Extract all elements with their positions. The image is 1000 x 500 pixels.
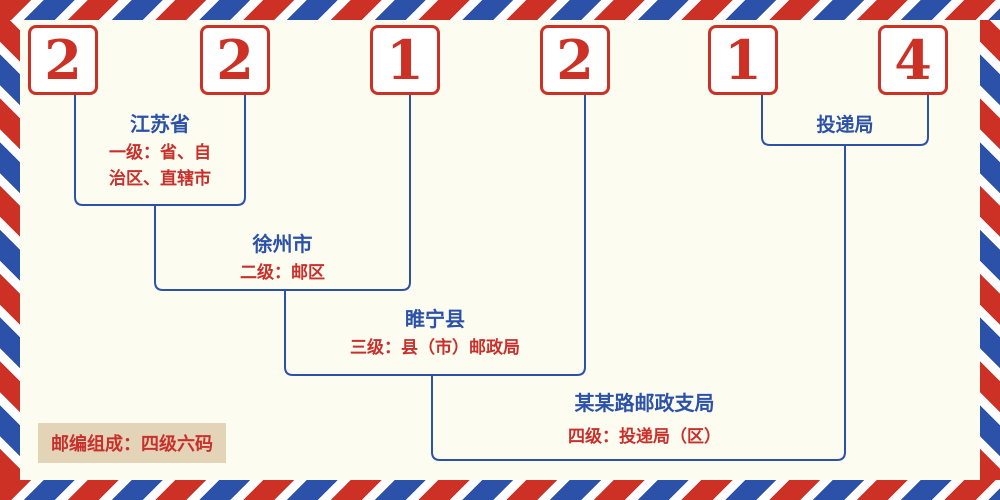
bracket-level4: [431, 145, 846, 461]
digit-3: 1: [386, 28, 424, 92]
digit-box-4: 2: [540, 25, 610, 95]
delivery-office-label: 投递局: [816, 114, 874, 136]
level-1-description: 一级：省、自 治区、直辖市: [80, 141, 240, 192]
digit-2: 2: [216, 28, 254, 92]
digit-box-6: 4: [878, 25, 948, 95]
bracket-level2: [154, 95, 411, 291]
digit-box-3: 1: [370, 25, 440, 95]
airmail-border-left: [0, 20, 20, 480]
level-1-province: 江苏省 一级：省、自 治区、直辖市: [80, 113, 240, 192]
digit-5: 1: [724, 28, 762, 92]
digit-box-2: 2: [200, 25, 270, 95]
digit-4: 2: [556, 28, 594, 92]
province-name: 江苏省: [130, 112, 190, 136]
county-name: 睢宁县: [405, 307, 465, 331]
airmail-border-right: [980, 20, 1000, 480]
level-4-branch: 某某路邮政支局 四级：投递局（区）: [452, 392, 837, 451]
composition-note: 邮编组成：四级六码: [38, 423, 226, 463]
digit-box-1: 2: [28, 25, 98, 95]
bracket-level3: [284, 95, 586, 376]
airmail-border-top: [0, 0, 1000, 20]
bracket-level1: [74, 95, 246, 206]
bracket-delivery: [761, 95, 929, 146]
airmail-border-bottom: [0, 480, 1000, 500]
level-1-description-line2: 治区、直辖市: [109, 168, 211, 189]
level-3-county: 睢宁县 三级：县（市）邮政局: [287, 308, 583, 362]
level-3-description: 三级：县（市）邮政局: [350, 338, 520, 358]
digit-6: 4: [894, 28, 932, 92]
level-4-description: 四级：投递局（区）: [568, 427, 721, 447]
branch-name: 某某路邮政支局: [574, 391, 715, 415]
level-1-description-line1: 一级：省、自: [109, 143, 211, 163]
level-2-description: 二级：邮区: [240, 263, 325, 283]
city-name: 徐州市: [252, 232, 313, 256]
digit-1: 2: [44, 28, 82, 92]
level-2-city: 徐州市 二级：邮区: [157, 233, 408, 287]
digit-box-5: 1: [708, 25, 778, 95]
